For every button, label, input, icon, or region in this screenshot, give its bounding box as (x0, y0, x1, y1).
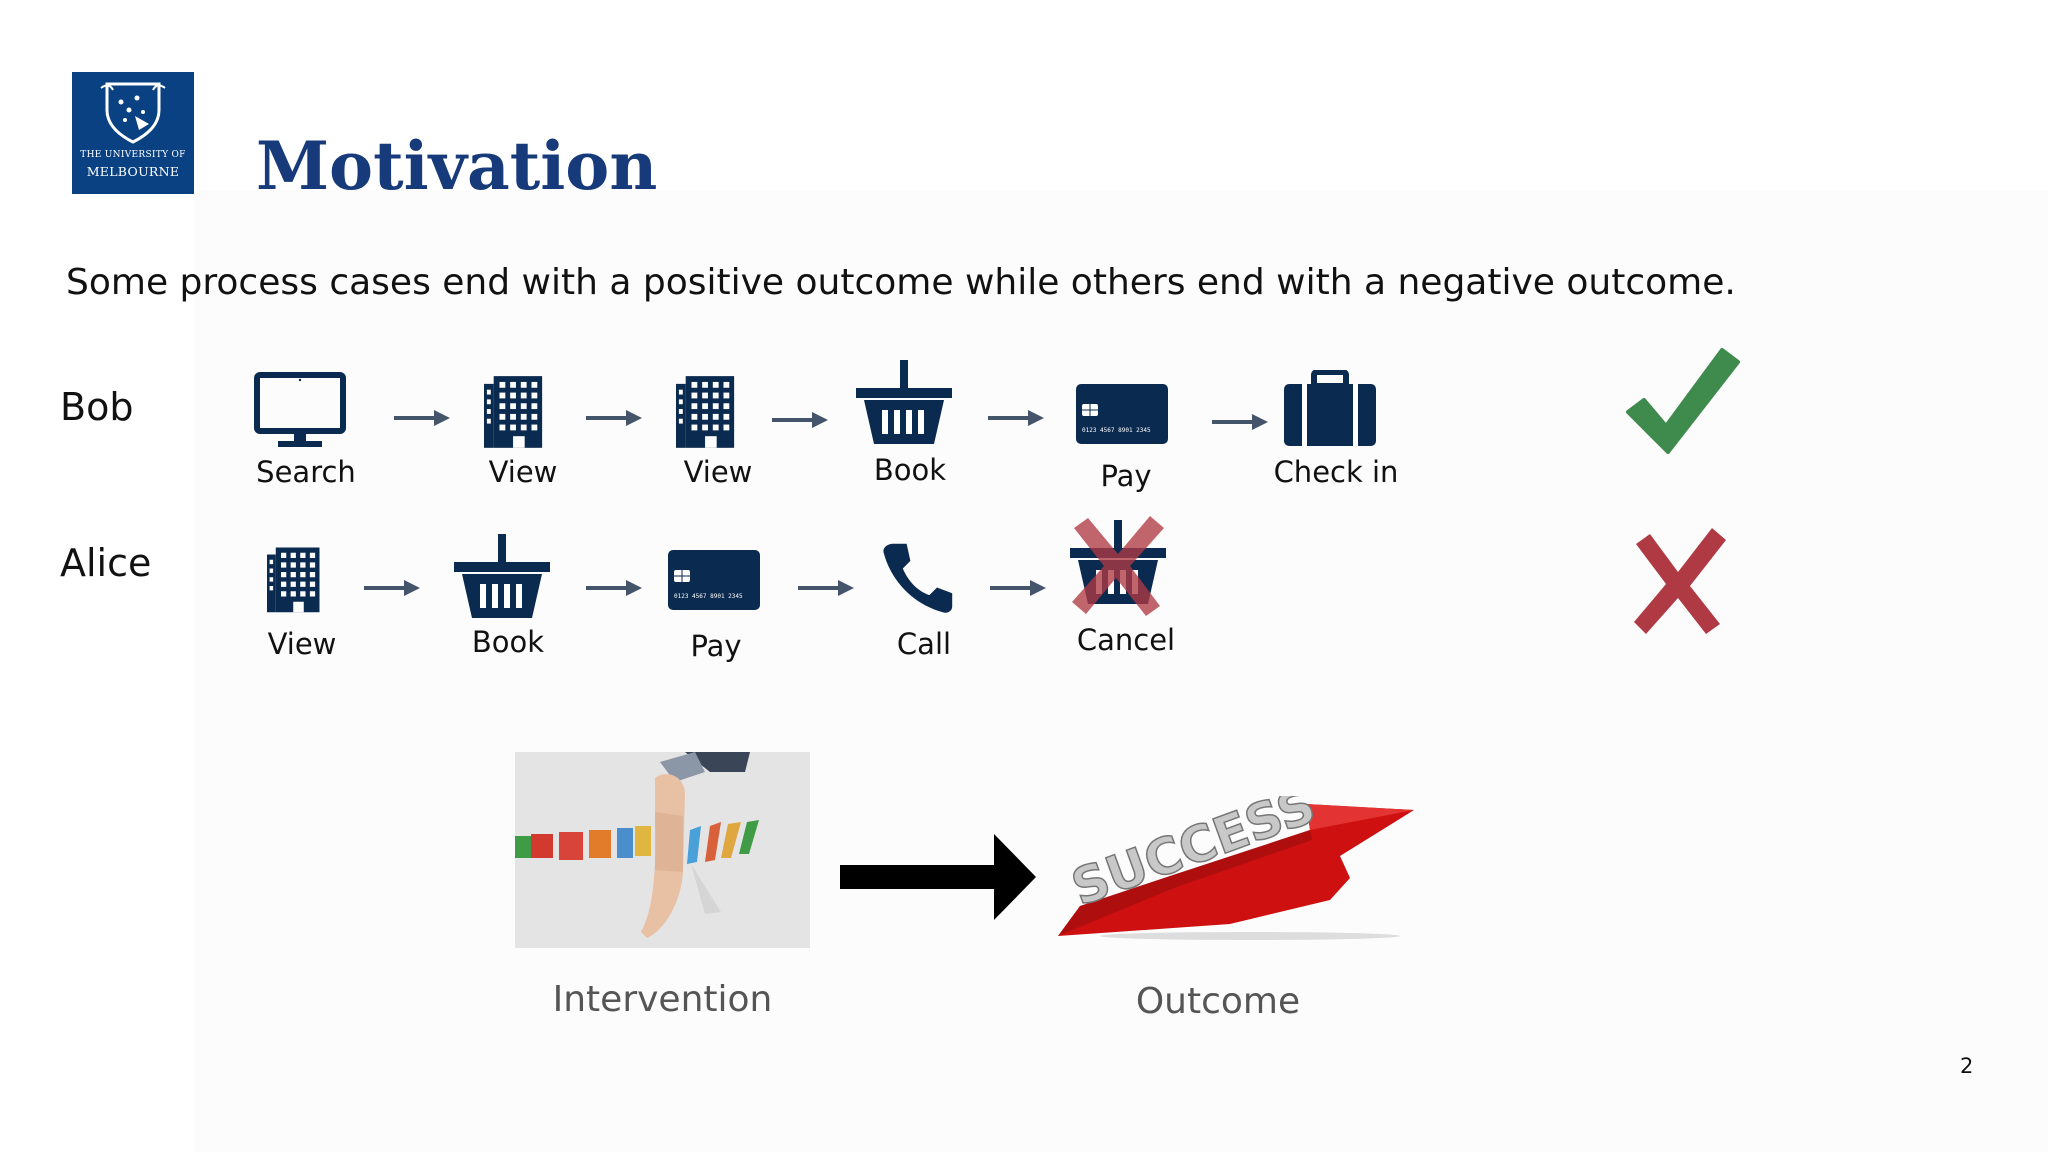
slide-subtitle: Some process cases end with a positive o… (66, 262, 1736, 303)
bob-step-label: Pay (1100, 459, 1152, 493)
building-icon (264, 544, 326, 614)
logo-line1: THE UNIVERSITY OF (80, 150, 186, 160)
basket-icon (454, 534, 550, 618)
cancel-cross-icon (1072, 516, 1164, 616)
alice-step-label: Book (471, 625, 545, 659)
arrow-icon (394, 410, 450, 426)
alice-name: Alice (60, 541, 152, 585)
bob-step-label: Book (873, 453, 947, 487)
success-arrow-picture: SUCCESS (1058, 796, 1414, 940)
arrow-icon (988, 410, 1044, 426)
slide-background (194, 190, 2048, 1152)
alice-step-label: Call (896, 627, 952, 661)
bob-step-label: Check in (1273, 455, 1399, 489)
intervention-caption: Intervention (552, 979, 773, 1020)
credit-card-icon (668, 550, 760, 610)
alice-step-label: Cancel (1076, 623, 1176, 657)
check-icon (1626, 348, 1740, 454)
arrow-icon (990, 580, 1046, 596)
monitor-icon (254, 372, 346, 448)
building-icon (484, 372, 546, 450)
bob-step-label: View (683, 455, 753, 489)
arrow-icon (586, 410, 642, 426)
suitcase-icon (1284, 370, 1376, 446)
big-arrow-icon (840, 834, 1036, 920)
arrow-icon (772, 412, 828, 428)
university-logo: THE UNIVERSITY OF MELBOURNE (72, 72, 194, 194)
bob-step-label: Search (256, 455, 356, 489)
outcome-caption: Outcome (1135, 981, 1301, 1022)
logo-line2: MELBOURNE (86, 164, 180, 179)
domino-hand-picture (515, 752, 810, 948)
cross-icon (1634, 528, 1726, 634)
bob-name: Bob (60, 385, 134, 429)
arrow-icon (1212, 414, 1268, 430)
arrow-icon (798, 580, 854, 596)
crest-icon (100, 82, 166, 144)
credit-card-icon (1076, 384, 1168, 444)
arrow-icon (364, 580, 420, 596)
intervention-image (515, 752, 810, 948)
page-number: 2 (1960, 1054, 1974, 1078)
phone-icon (880, 540, 956, 616)
building-icon (676, 372, 738, 450)
arrow-icon (586, 580, 642, 596)
basket-icon (856, 360, 952, 444)
alice-step-label: View (267, 627, 337, 661)
bob-step-label: View (488, 455, 558, 489)
slide-title: Motivation (256, 127, 658, 205)
alice-step-label: Pay (690, 629, 742, 663)
